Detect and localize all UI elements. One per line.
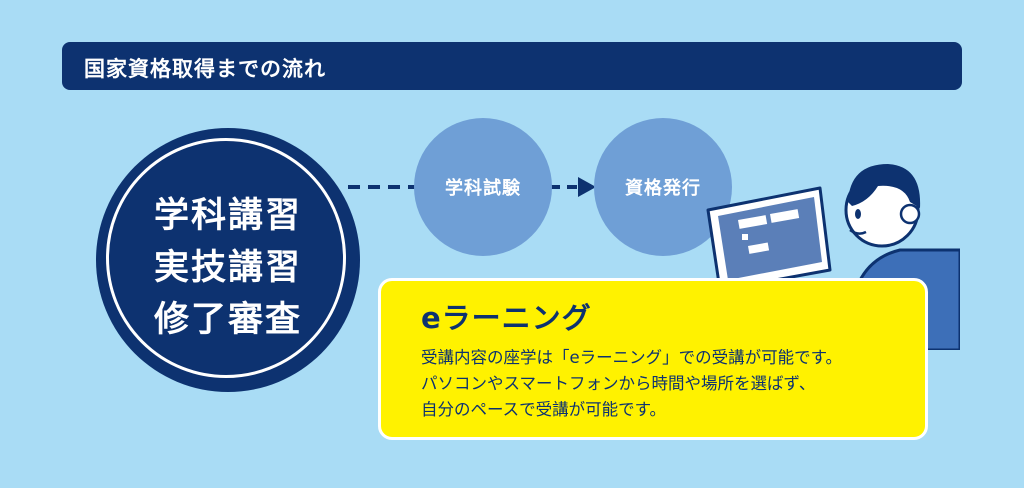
header-bar: 国家資格取得までの流れ bbox=[62, 42, 962, 90]
page-title: 国家資格取得までの流れ bbox=[84, 57, 326, 81]
step-license-issue: 資格発行 bbox=[594, 118, 732, 256]
elearning-line-2: パソコンやスマートフォンから時間や場所を選ばず、 bbox=[421, 374, 816, 393]
main-step-line-2: 実技講習 bbox=[153, 248, 302, 288]
elearning-line-3: 自分のペースで受講が可能です。 bbox=[421, 400, 667, 419]
elearning-description: 受講内容の座学は「eラーニング」での受講が可能です。 パソコンやスマートフォンか… bbox=[421, 345, 921, 423]
elearning-line-1: 受講内容の座学は「eラーニング」での受講が可能です。 bbox=[421, 348, 843, 367]
main-step-circle: 学科講習 実技講習 修了審査 bbox=[96, 128, 360, 392]
step-label: 資格発行 bbox=[625, 178, 701, 199]
arrow-icon bbox=[550, 177, 596, 197]
elearning-title: eラーニング bbox=[421, 301, 592, 335]
main-step-line-3: 修了審査 bbox=[153, 300, 302, 340]
step-label: 学科試験 bbox=[445, 178, 521, 199]
circle-ring bbox=[106, 138, 346, 378]
step-written-exam: 学科試験 bbox=[414, 118, 552, 256]
elearning-panel: eラーニング 受講内容の座学は「eラーニング」での受講が可能です。 パソコンやス… bbox=[378, 278, 928, 440]
main-step-line-1: 学科講習 bbox=[153, 196, 302, 236]
